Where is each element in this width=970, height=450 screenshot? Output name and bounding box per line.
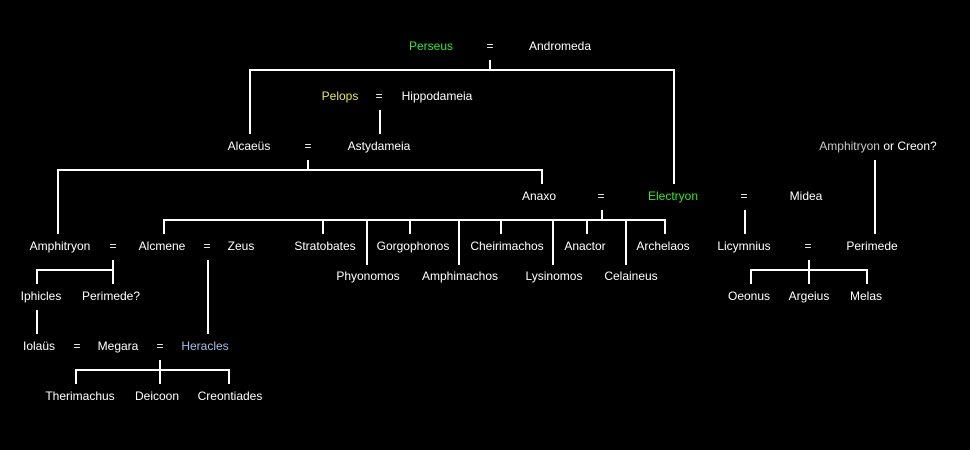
connector-line bbox=[379, 110, 381, 134]
connector-line bbox=[458, 219, 460, 265]
connector-line bbox=[750, 269, 868, 271]
node-melas: Melas bbox=[849, 289, 883, 303]
node-perseus: Perseus bbox=[408, 39, 454, 53]
node-heracles: Heracles bbox=[181, 339, 229, 353]
connector-line bbox=[366, 219, 368, 265]
node-perimede-uncertain: Perimede? bbox=[81, 289, 141, 303]
connector-line bbox=[75, 369, 230, 371]
node-amphimachos: Amphimachos bbox=[421, 269, 499, 283]
node-celaineus: Celaineus bbox=[604, 269, 658, 283]
node-zeus: Zeus bbox=[227, 239, 255, 253]
node-midea: Midea bbox=[789, 189, 823, 203]
marriage-symbol: = bbox=[203, 239, 211, 253]
connector-line bbox=[163, 219, 666, 221]
connector-line bbox=[808, 260, 810, 284]
connector-line bbox=[207, 260, 209, 334]
node-archelaos: Archelaos bbox=[636, 239, 690, 253]
connector-line bbox=[500, 219, 502, 234]
connector-line bbox=[322, 219, 324, 234]
connector-line bbox=[228, 369, 230, 384]
node-oeonus: Oeonus bbox=[727, 289, 771, 303]
connector-line bbox=[36, 310, 38, 334]
node-stratobates: Stratobates bbox=[294, 239, 356, 253]
connector-line bbox=[249, 69, 675, 71]
connector-line bbox=[625, 219, 627, 265]
connector-line bbox=[489, 60, 491, 70]
node-lysinomos: Lysinomos bbox=[525, 269, 583, 283]
node-cheirimachos: Cheirimachos bbox=[470, 239, 544, 253]
connector-line bbox=[163, 219, 165, 234]
node-deicoon: Deicoon bbox=[134, 389, 180, 403]
node-gorgophonos: Gorgophonos bbox=[376, 239, 450, 253]
connector-line bbox=[874, 160, 876, 234]
connector-line bbox=[744, 210, 746, 234]
marriage-symbol: = bbox=[597, 189, 605, 203]
marriage-symbol: = bbox=[486, 39, 494, 53]
node-amphitryon-or-creon-alt: or Creon? bbox=[883, 139, 937, 153]
node-electryon: Electryon bbox=[647, 189, 699, 203]
connector-line bbox=[664, 219, 666, 234]
connector-line bbox=[159, 360, 161, 384]
node-andromeda: Andromeda bbox=[528, 39, 592, 53]
connector-line bbox=[750, 269, 752, 284]
node-amphitryon: Amphitryon bbox=[29, 239, 91, 253]
node-alcaeus: Alcaeüs bbox=[227, 139, 271, 153]
marriage-symbol: = bbox=[73, 339, 81, 353]
connector-line bbox=[541, 169, 543, 184]
node-creontiades: Creontiades bbox=[197, 389, 263, 403]
marriage-symbol: = bbox=[109, 239, 117, 253]
connector-line bbox=[57, 169, 59, 234]
connector-line bbox=[307, 160, 309, 170]
marriage-symbol: = bbox=[304, 139, 312, 153]
node-amphitryon-or-creon-name: Amphitryon bbox=[819, 139, 880, 153]
node-pelops: Pelops bbox=[321, 89, 359, 103]
node-astydameia: Astydameia bbox=[347, 139, 411, 153]
node-phyonomos: Phyonomos bbox=[336, 269, 400, 283]
marriage-symbol: = bbox=[375, 89, 383, 103]
node-amphitryon-or-creon: Amphitryon or Creon? bbox=[819, 139, 936, 153]
node-alcmene: Alcmene bbox=[138, 239, 186, 253]
node-iphicles: Iphicles bbox=[20, 289, 62, 303]
connector-line bbox=[75, 369, 77, 384]
connector-line bbox=[36, 269, 38, 284]
connector-line bbox=[57, 169, 543, 171]
connector-line bbox=[552, 219, 554, 265]
marriage-symbol: = bbox=[740, 189, 748, 203]
marriage-symbol: = bbox=[156, 339, 164, 353]
connector-line bbox=[866, 269, 868, 284]
connector-line bbox=[36, 269, 114, 271]
connector-line bbox=[673, 69, 675, 184]
connector-line bbox=[249, 69, 251, 134]
marriage-symbol: = bbox=[804, 239, 812, 253]
connector-line bbox=[601, 210, 603, 220]
node-argeius: Argeius bbox=[788, 289, 830, 303]
node-therimachus: Therimachus bbox=[45, 389, 115, 403]
node-hippodameia: Hippodameia bbox=[401, 89, 473, 103]
node-iolaus: Iolaüs bbox=[22, 339, 56, 353]
connector-line bbox=[409, 219, 411, 234]
node-anactor: Anactor bbox=[564, 239, 606, 253]
node-megara: Megara bbox=[97, 339, 139, 353]
node-perimede: Perimede bbox=[846, 239, 898, 253]
node-licymnius: Licymnius bbox=[717, 239, 771, 253]
node-anaxo: Anaxo bbox=[521, 189, 557, 203]
connector-line bbox=[112, 260, 114, 284]
connector-line bbox=[586, 219, 588, 234]
